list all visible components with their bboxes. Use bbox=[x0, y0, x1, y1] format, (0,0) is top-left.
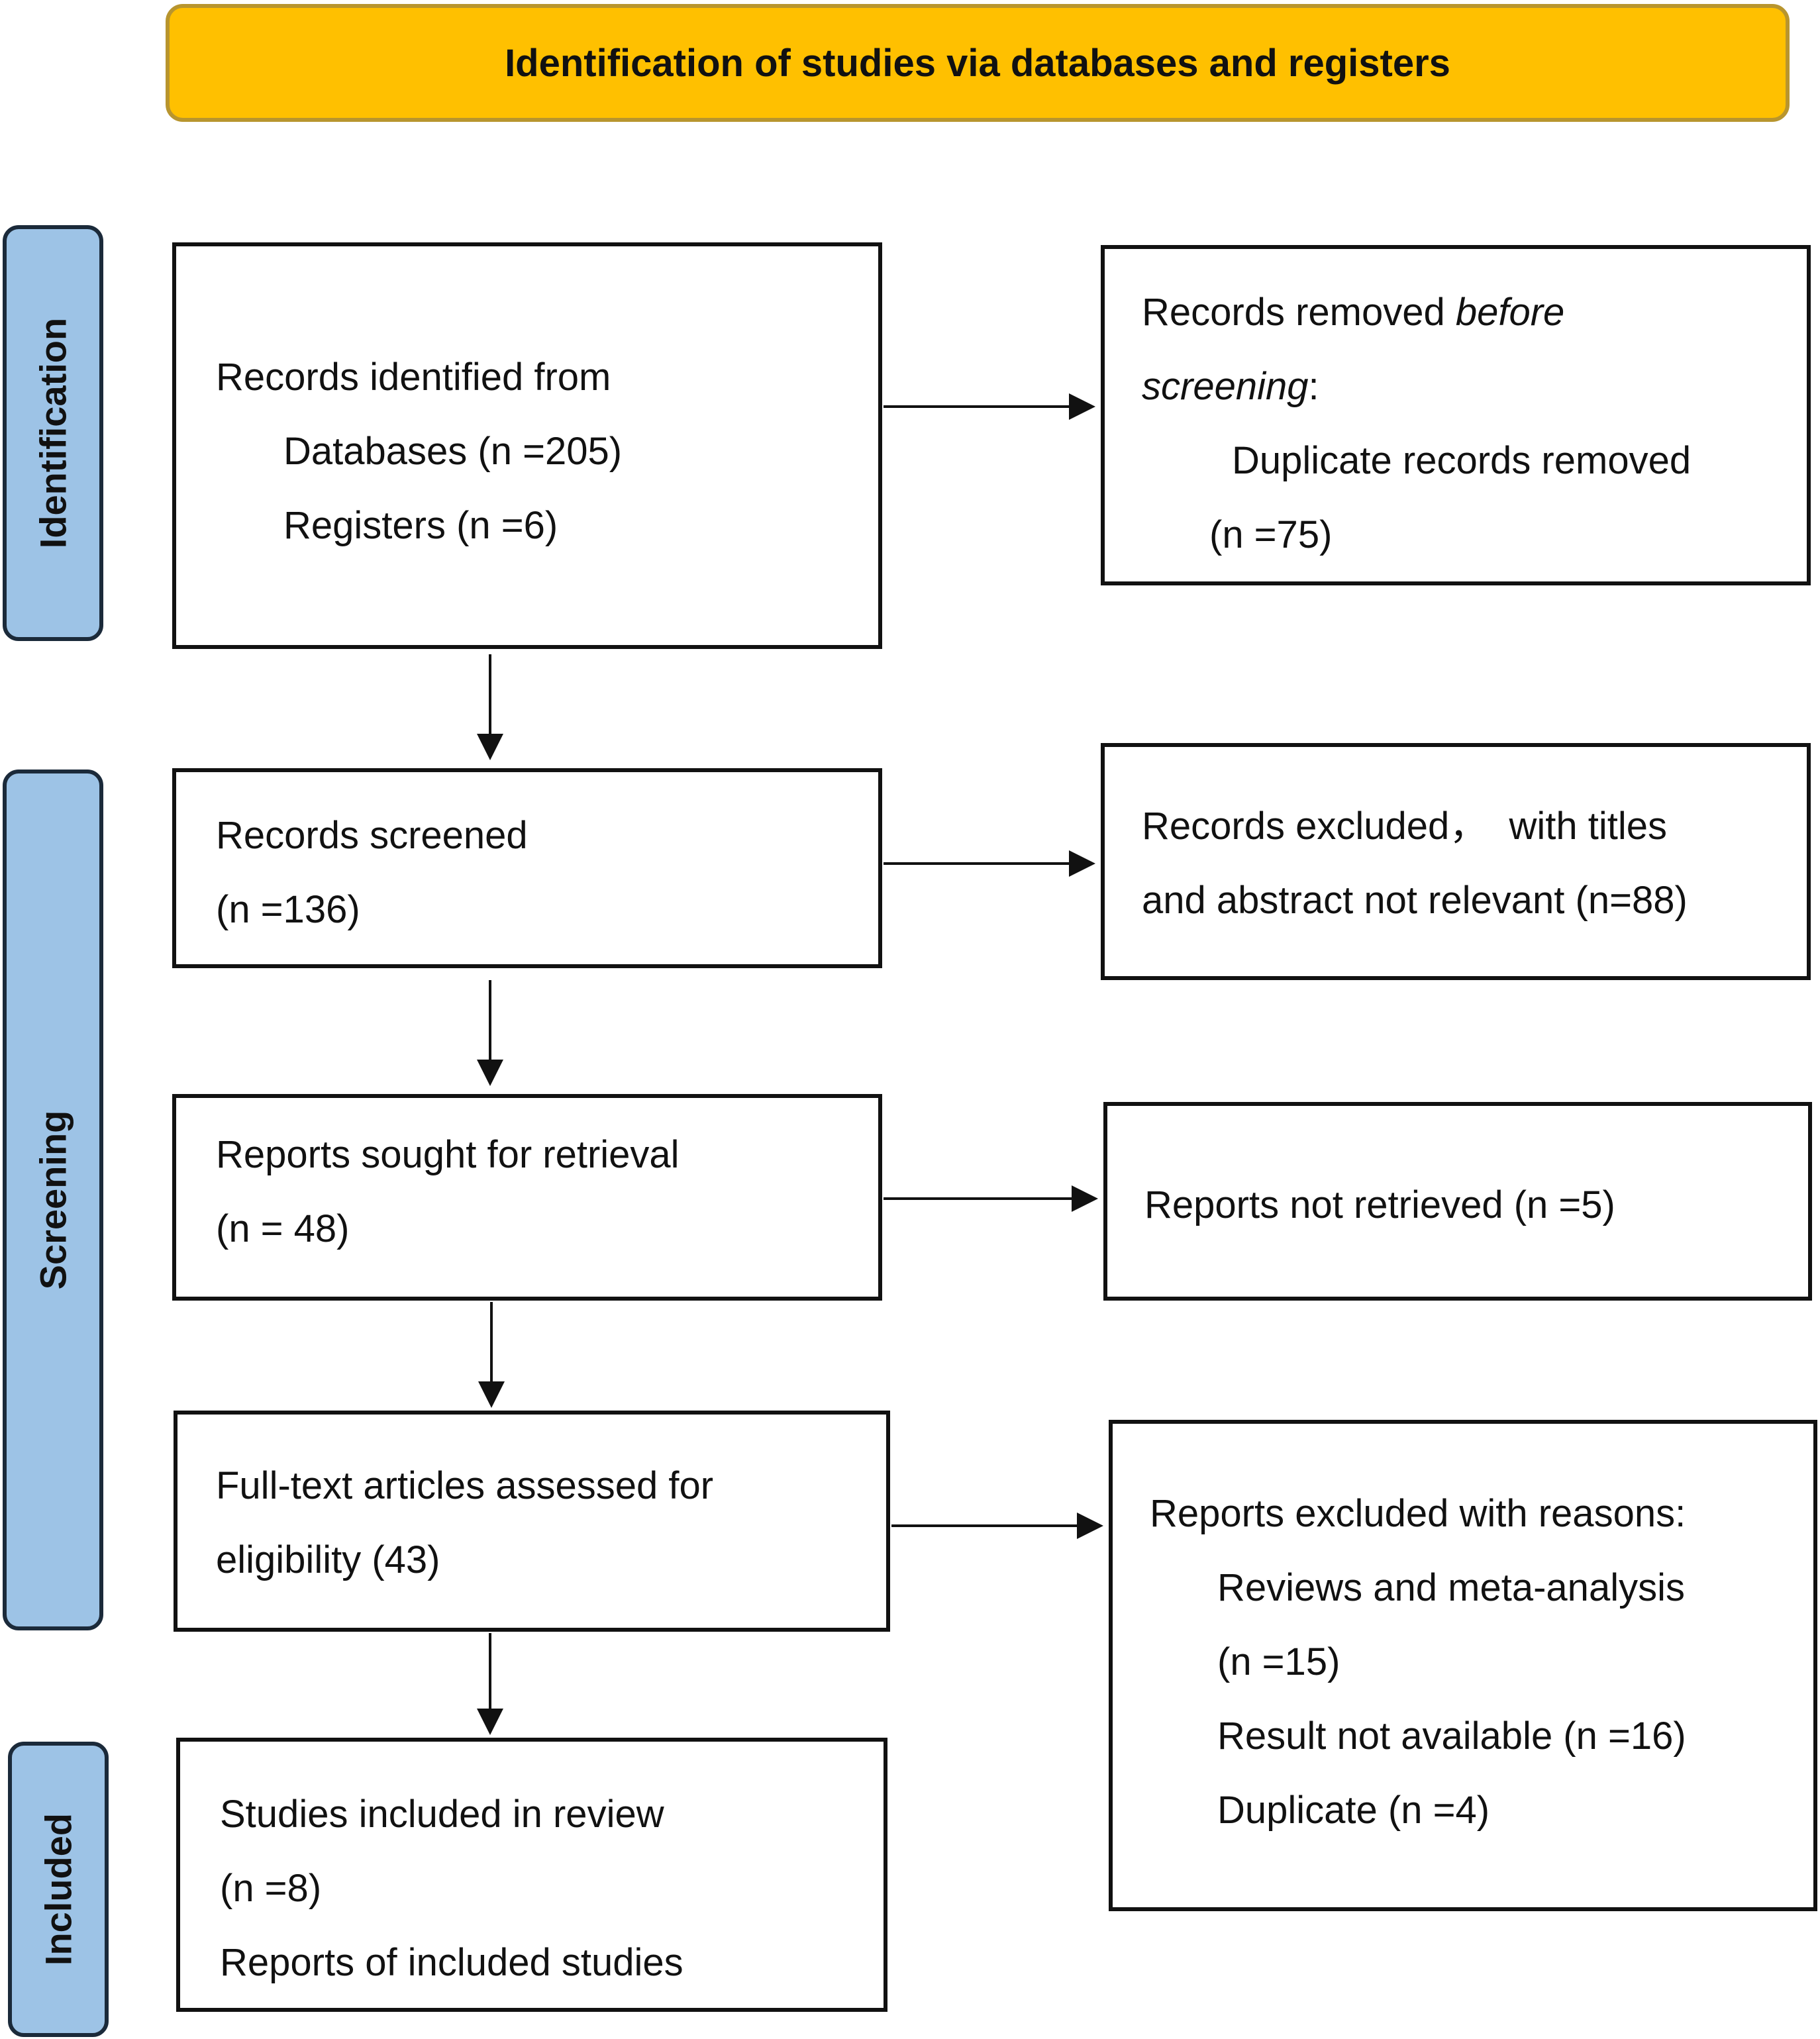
duplicate-label: Duplicate (n =4) bbox=[1217, 1789, 1490, 1832]
reviews-meta-analysis-count: (n =15) bbox=[1217, 1640, 1340, 1683]
records-excluded-label: Records excluded， with titles bbox=[1142, 805, 1667, 848]
header-banner: Identification of studies via databases … bbox=[166, 4, 1790, 122]
records-identified-label: Records identified from bbox=[216, 356, 611, 399]
phase-identification: Identification bbox=[3, 225, 103, 641]
full-text-assessed-count: eligibility (43) bbox=[216, 1538, 440, 1581]
records-identified-box: Records identified from Databases (n =20… bbox=[172, 242, 882, 649]
records-screened-count: (n =136) bbox=[216, 888, 360, 931]
records-screened-box: Records screened (n =136) bbox=[172, 768, 882, 968]
reports-sought-count: (n = 48) bbox=[216, 1207, 350, 1250]
records-excluded-box: Records excluded， with titles and abstra… bbox=[1101, 743, 1811, 980]
studies-included-count: (n =8) bbox=[220, 1867, 322, 1910]
full-text-assessed-box: Full-text articles assessed for eligibil… bbox=[174, 1411, 890, 1632]
duplicate-records-count: (n =75) bbox=[1209, 513, 1333, 556]
full-text-assessed-label: Full-text articles assessed for bbox=[216, 1464, 714, 1507]
reports-sought-box: Reports sought for retrieval (n = 48) bbox=[172, 1094, 882, 1301]
reports-excluded-reasons-box: Reports excluded with reasons: Reviews a… bbox=[1109, 1420, 1817, 1911]
duplicate-records-label: Duplicate records removed bbox=[1232, 439, 1692, 482]
reviews-meta-analysis-label: Reviews and meta-analysis bbox=[1217, 1566, 1685, 1609]
records-removed-label-2: screening: bbox=[1142, 365, 1319, 408]
records-excluded-reason: and abstract not relevant (n=88) bbox=[1142, 879, 1688, 922]
studies-included-label: Studies included in review bbox=[220, 1793, 664, 1836]
reports-not-retrieved-box: Reports not retrieved (n =5) bbox=[1103, 1102, 1812, 1301]
records-screened-label: Records screened bbox=[216, 814, 528, 857]
studies-included-box: Studies included in review (n =8) Report… bbox=[176, 1738, 887, 2012]
result-not-available-label: Result not available (n =16) bbox=[1217, 1715, 1686, 1758]
registers-count: Registers (n =6) bbox=[283, 504, 558, 547]
reports-sought-label: Reports sought for retrieval bbox=[216, 1133, 680, 1176]
reports-included-label: Reports of included studies bbox=[220, 1941, 683, 1984]
records-removed-box: Records removed before screening: Duplic… bbox=[1101, 245, 1811, 585]
records-removed-label: Records removed before bbox=[1142, 291, 1565, 334]
phase-screening: Screening bbox=[3, 770, 103, 1630]
reports-not-retrieved-label: Reports not retrieved (n =5) bbox=[1144, 1183, 1615, 1226]
phase-included: Included bbox=[8, 1742, 109, 2037]
reports-excluded-label: Reports excluded with reasons: bbox=[1150, 1492, 1686, 1535]
header-title: Identification of studies via databases … bbox=[505, 41, 1450, 85]
databases-count: Databases (n =205) bbox=[283, 430, 623, 473]
